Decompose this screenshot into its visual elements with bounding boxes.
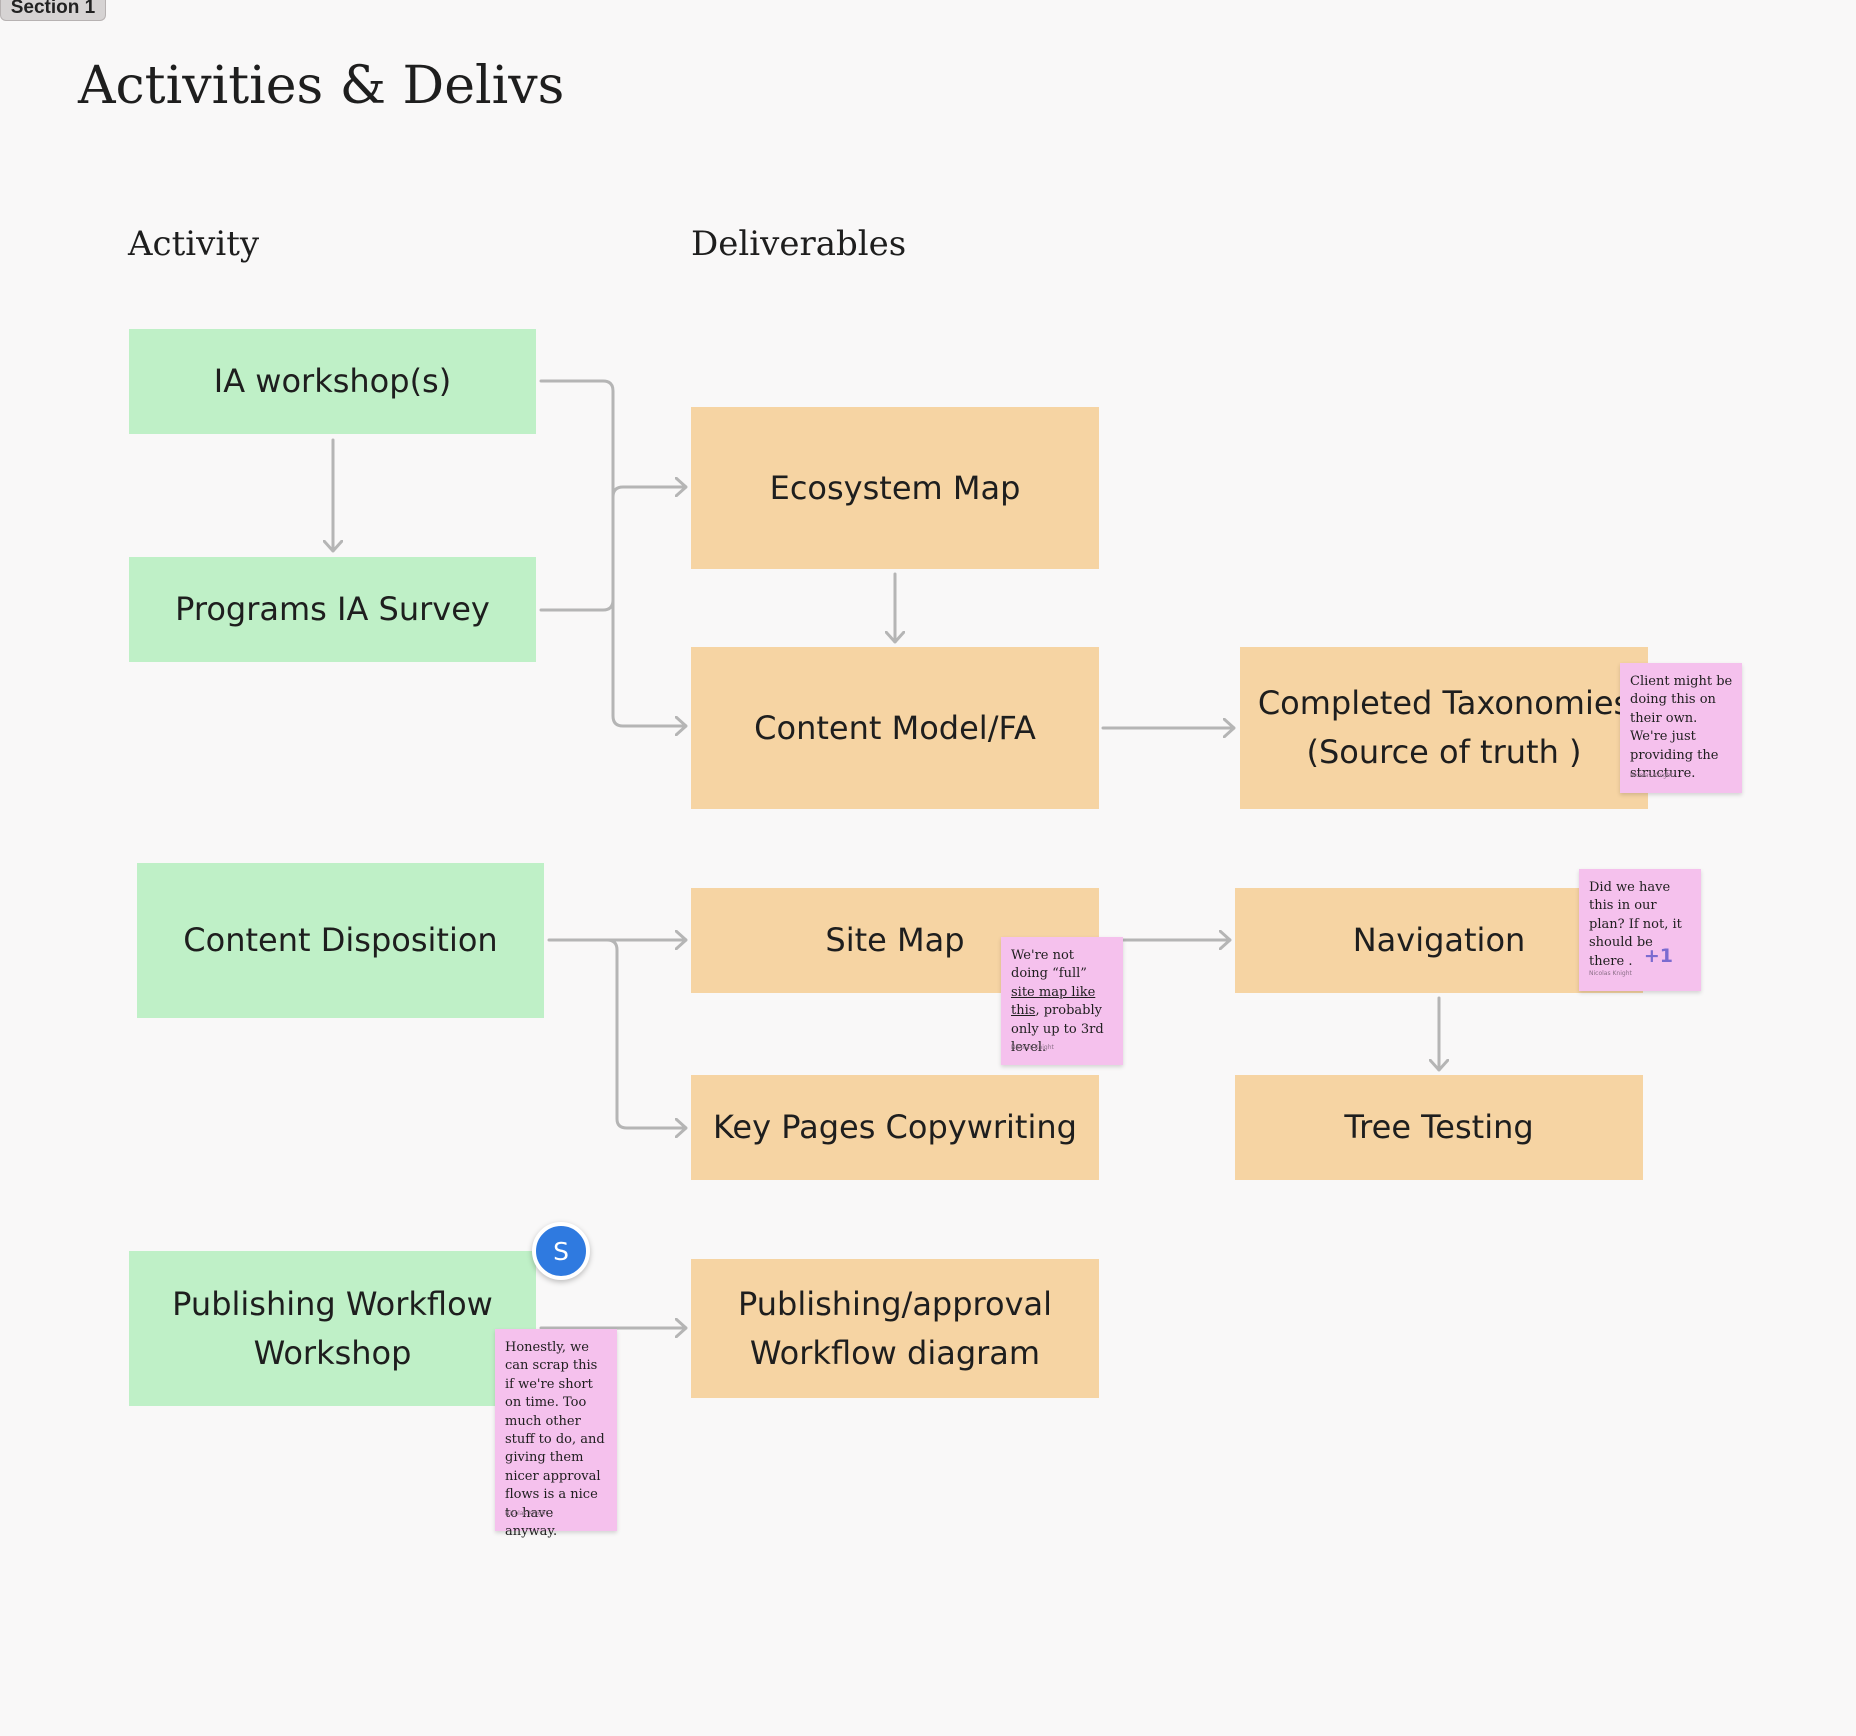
tree-testing-label: Tree Testing — [1344, 1108, 1534, 1146]
content-model-node[interactable]: Content Model/FA — [691, 647, 1099, 809]
ia-workshops-label: IA workshop(s) — [213, 362, 452, 400]
key-pages-copywriting-label: Key Pages Copywriting — [713, 1108, 1077, 1146]
taxonomies-sticky-note[interactable]: Client might be doing this on their own.… — [1620, 663, 1742, 793]
navigation-sticky-text: Did we have this in our plan? If not, it… — [1589, 880, 1682, 969]
completed-taxonomies-label: Completed Taxonomies (Source of truth ) — [1257, 684, 1631, 771]
key-pages-copywriting-node[interactable]: Key Pages Copywriting — [691, 1075, 1099, 1180]
content-model-label: Content Model/FA — [754, 708, 1036, 747]
navigation-label: Navigation — [1352, 921, 1526, 959]
collaborator-avatar[interactable]: S — [532, 1222, 590, 1280]
workshop-sticky-note[interactable]: Honestly, we can scrap this if we're sho… — [495, 1329, 617, 1539]
publishing-workflow-workshop-label: Publishing Workflow Workshop — [172, 1284, 493, 1372]
connector-disposition-to-copywriting — [605, 938, 688, 1128]
navigation-node[interactable]: Navigation — [1235, 888, 1643, 993]
taxonomies-sticky-text: Client might be doing this on their own.… — [1630, 674, 1733, 782]
plus-one-reaction[interactable]: +1 — [1643, 945, 1673, 967]
workshop-sticky-text: Honestly, we can scrap this if we're sho… — [505, 1340, 605, 1540]
tree-testing-node[interactable]: Tree Testing — [1235, 1075, 1643, 1180]
navigation-sticky-note[interactable]: Did we have this in our plan? If not, it… — [1579, 869, 1701, 991]
section-label[interactable]: Section 1 — [0, 0, 106, 21]
sticky-author: Nicolas Knight — [1011, 1043, 1054, 1051]
sticky-author: Nicolas Knight — [1589, 969, 1632, 977]
programs-ia-survey-label: Programs IA Survey — [175, 590, 490, 628]
site-map-label: Site Map — [825, 921, 965, 959]
programs-ia-survey-node[interactable]: Programs IA Survey — [129, 557, 536, 662]
sticky-author: Nicolas Knight — [505, 1509, 548, 1517]
site-map-sticky-text: We're not doing “full” site map like thi… — [1011, 947, 1114, 1057]
publishing-approval-diagram-node[interactable]: Publishing/approval Workflow diagram — [691, 1259, 1099, 1398]
publishing-workflow-workshop-node[interactable]: Publishing Workflow Workshop — [129, 1251, 536, 1406]
page-title: Activities & Delivs — [78, 56, 565, 116]
deliverables-column-heading: Deliverables — [691, 224, 907, 264]
completed-taxonomies-node[interactable]: Completed Taxonomies (Source of truth ) — [1240, 647, 1648, 809]
ecosystem-map-node[interactable]: Ecosystem Map — [691, 407, 1099, 569]
sticky-text-part: We're not doing “full” — [1011, 948, 1087, 982]
content-disposition-node[interactable]: Content Disposition — [137, 863, 544, 1018]
site-map-sticky-note[interactable]: We're not doing “full” site map like thi… — [1001, 937, 1123, 1065]
content-disposition-label: Content Disposition — [183, 921, 498, 959]
connector-to-ecosystem-map — [611, 487, 688, 499]
ecosystem-map-label: Ecosystem Map — [769, 468, 1021, 507]
connector-ia-workshops-bracket — [539, 379, 688, 726]
connector-survey-bracket — [539, 598, 615, 612]
sticky-underlined-text: site map like this — [1011, 984, 1096, 1019]
sticky-text-part: , probably only up to 3rd level. — [1011, 1003, 1104, 1056]
sticky-author: Nicolas Knight — [1630, 771, 1673, 779]
publishing-approval-diagram-label: Publishing/approval Workflow diagram — [737, 1284, 1053, 1372]
ia-workshops-node[interactable]: IA workshop(s) — [129, 329, 536, 434]
activity-column-heading: Activity — [128, 224, 260, 264]
